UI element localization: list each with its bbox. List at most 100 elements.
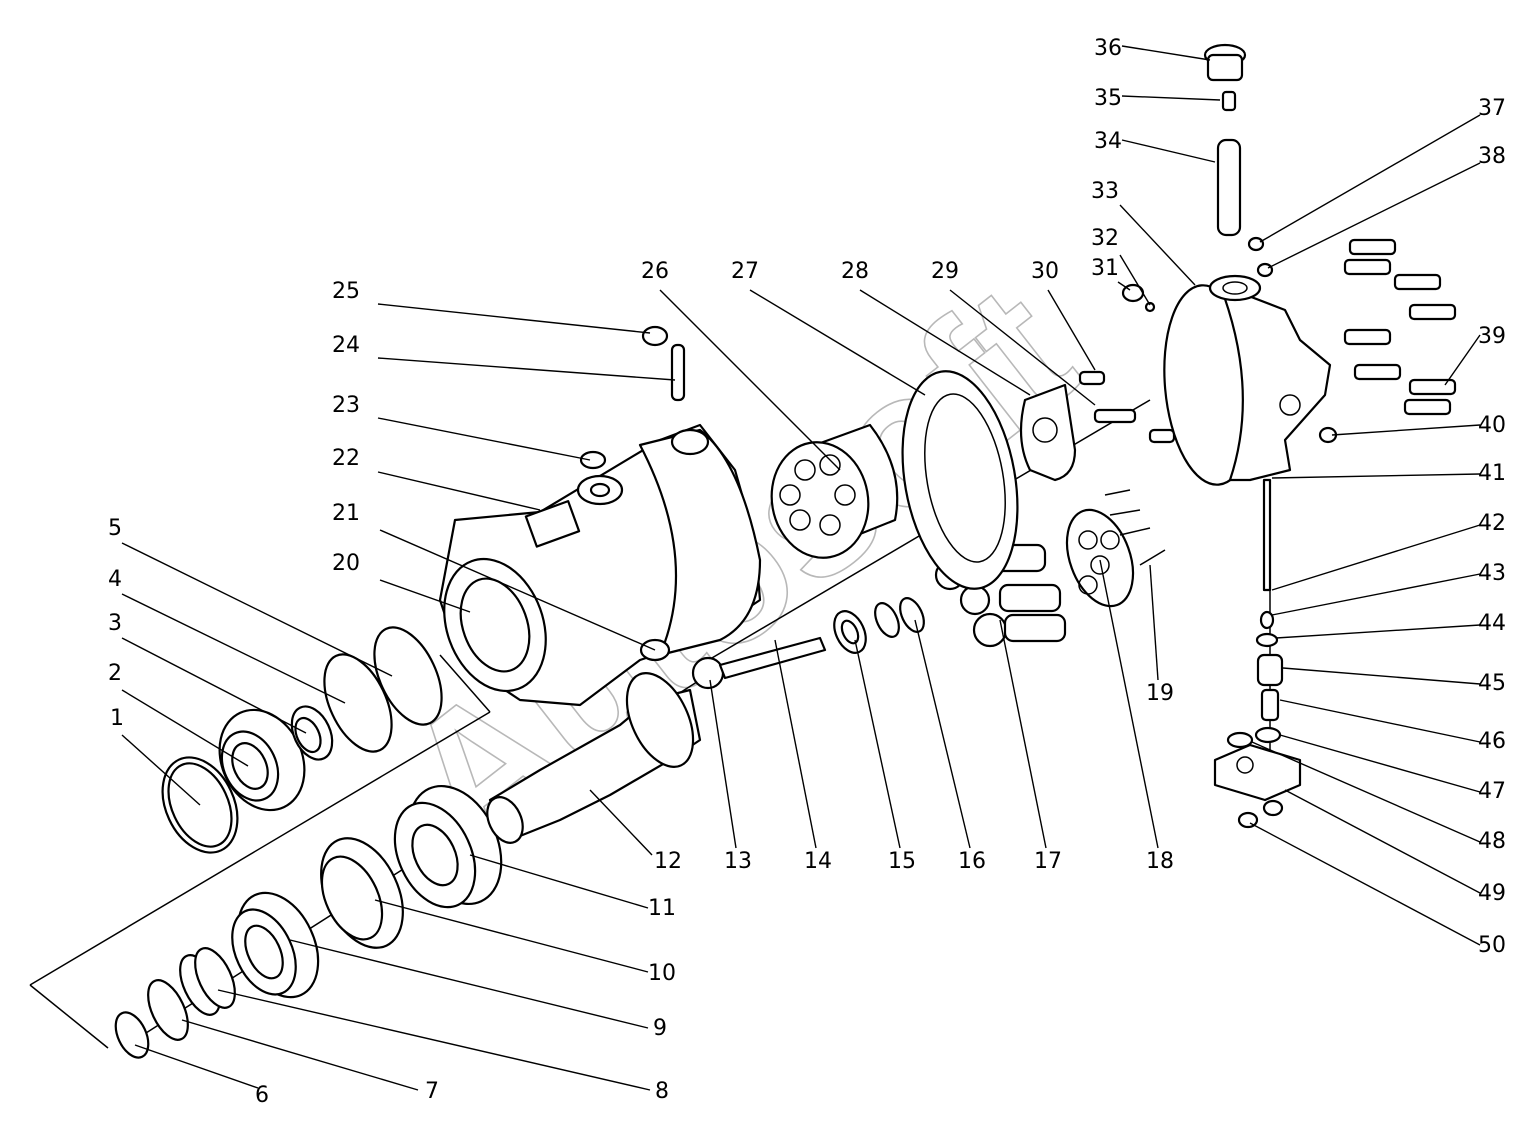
callout-leader-1	[121, 734, 201, 806]
callout-leader-13	[709, 679, 737, 849]
callout-leader-42	[1271, 524, 1481, 591]
spring-washer	[874, 602, 900, 638]
callout-leader-23	[377, 417, 591, 461]
callout-leader-22	[377, 471, 541, 511]
callout-leader-32	[1119, 254, 1151, 306]
callout-label-8: 8	[655, 1079, 669, 1104]
control-block	[1213, 743, 1302, 802]
callout-leader-7	[181, 1019, 419, 1091]
callout-label-11: 11	[648, 896, 676, 921]
callout-leader-38	[1267, 162, 1481, 269]
callout-leader-33	[1119, 204, 1196, 286]
callout-leader-39	[1444, 334, 1481, 386]
spool	[1260, 688, 1280, 722]
callout-leader-44	[1275, 624, 1481, 639]
callout-label-32: 32	[1091, 226, 1119, 251]
callout-leader-19	[1149, 564, 1159, 681]
screw-plug	[641, 325, 669, 347]
pin	[1221, 90, 1237, 112]
callout-label-50: 50	[1478, 933, 1506, 958]
o-ring	[1226, 731, 1254, 749]
plug-cap	[1203, 43, 1247, 82]
callout-label-17: 17	[1034, 849, 1062, 874]
callout-leader-6	[134, 1044, 259, 1089]
callout-label-29: 29	[931, 259, 959, 284]
snap-ring	[114, 1011, 150, 1059]
cylinder-block	[770, 423, 899, 559]
callout-label-7: 7	[425, 1079, 439, 1104]
callout-label-25: 25	[332, 279, 360, 304]
callout-label-27: 27	[731, 259, 759, 284]
callout-leader-2	[121, 689, 249, 767]
bearing	[231, 891, 320, 999]
callout-leader-48	[1251, 741, 1481, 843]
callout-label-28: 28	[841, 259, 869, 284]
callout-label-20: 20	[332, 551, 360, 576]
callout-label-23: 23	[332, 393, 360, 418]
callout-label-39: 39	[1478, 324, 1506, 349]
callout-label-48: 48	[1478, 829, 1506, 854]
plug	[1247, 236, 1265, 252]
callout-leader-9	[289, 939, 649, 1029]
callout-label-35: 35	[1094, 86, 1122, 111]
bearing	[393, 784, 503, 909]
callout-leader-49	[1284, 789, 1481, 894]
screws	[1104, 489, 1166, 566]
callout-label-43: 43	[1478, 561, 1506, 586]
spring	[1259, 610, 1275, 630]
callout-leader-50	[1249, 822, 1481, 946]
o-ring	[373, 626, 443, 726]
port-plate	[1163, 274, 1332, 486]
callout-label-33: 33	[1091, 179, 1119, 204]
callout-label-21: 21	[332, 501, 360, 526]
callout-label-2: 2	[108, 661, 122, 686]
shim	[194, 947, 236, 1009]
shim	[147, 979, 189, 1041]
callout-leader-8	[217, 989, 651, 1091]
housing	[438, 423, 762, 707]
callout-leader-17	[999, 619, 1047, 849]
callout-leader-27	[749, 289, 926, 396]
drive-shaft	[486, 672, 702, 844]
callout-leader-24	[377, 357, 676, 381]
callout-leader-5	[121, 542, 393, 677]
callout-label-5: 5	[108, 516, 122, 541]
callout-label-18: 18	[1146, 849, 1174, 874]
callout-label-41: 41	[1478, 461, 1506, 486]
callout-leader-43	[1271, 573, 1481, 616]
callout-label-30: 30	[1031, 259, 1059, 284]
callout-leader-31	[1117, 281, 1131, 291]
callout-leader-28	[859, 289, 1031, 396]
rod	[1262, 478, 1272, 592]
callout-label-6: 6	[255, 1083, 269, 1108]
callout-label-15: 15	[888, 849, 916, 874]
retaining-plate	[1065, 508, 1135, 608]
callout-label-44: 44	[1478, 611, 1506, 636]
callout-label-34: 34	[1094, 129, 1122, 154]
callout-label-12: 12	[654, 849, 682, 874]
callout-label-19: 19	[1146, 681, 1174, 706]
callout-leader-4	[121, 593, 346, 704]
callout-leader-41	[1271, 473, 1481, 479]
callout-leader-46	[1279, 699, 1481, 743]
callout-leader-18	[1099, 559, 1159, 849]
gasket	[901, 370, 1019, 590]
pin	[1078, 370, 1106, 386]
callout-label-40: 40	[1478, 413, 1506, 438]
pin	[1093, 408, 1137, 424]
callout-leader-14	[774, 639, 817, 849]
ball	[1144, 301, 1156, 313]
callout-label-31: 31	[1091, 256, 1119, 281]
callout-leader-29	[949, 289, 1096, 406]
callout-label-16: 16	[958, 849, 986, 874]
center-pin	[691, 636, 827, 690]
callout-leader-16	[914, 619, 971, 849]
callout-leader-21	[379, 529, 656, 651]
sleeve	[1216, 138, 1242, 237]
callout-label-36: 36	[1094, 36, 1122, 61]
callout-leader-40	[1331, 424, 1481, 436]
callout-label-47: 47	[1478, 779, 1506, 804]
callout-label-46: 46	[1478, 729, 1506, 754]
callout-leader-36	[1121, 45, 1211, 61]
